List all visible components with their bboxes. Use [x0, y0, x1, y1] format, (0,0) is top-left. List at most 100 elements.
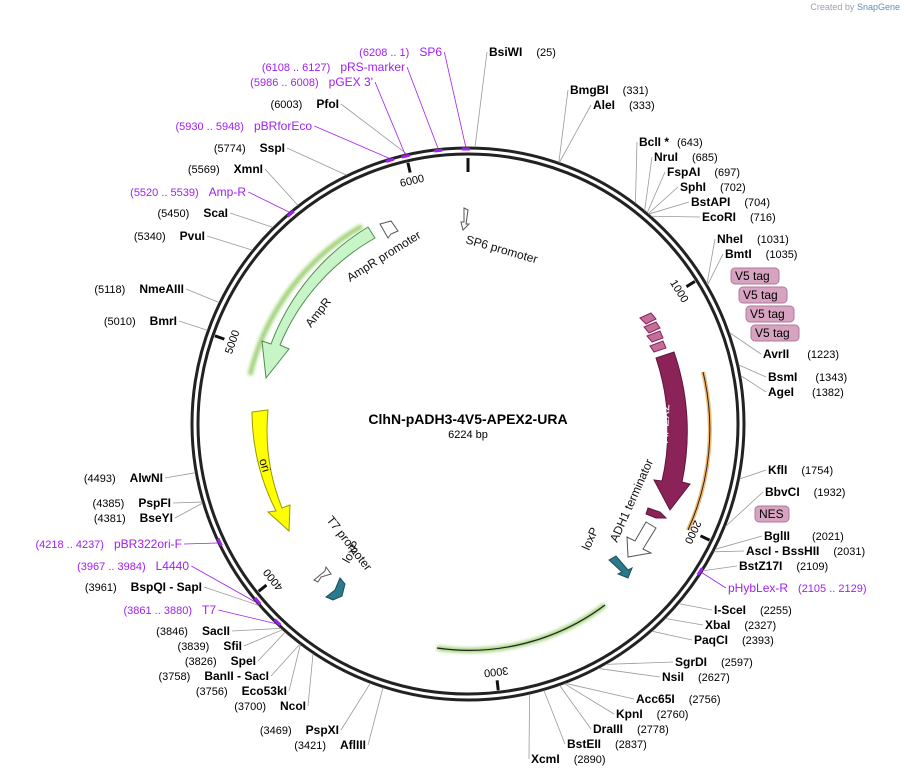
leader-primer-3 — [314, 125, 390, 159]
site-Eco53kI[interactable]: (3756)Eco53kI — [196, 684, 287, 698]
site-KflI[interactable]: KflI(1754) — [768, 463, 833, 477]
primer-Amp-R[interactable]: (5520 .. 5539)Amp-R — [130, 185, 246, 199]
v5-tag-label-3[interactable]: V5 tag — [750, 307, 785, 321]
site-NmeAIII[interactable]: (5118)NmeAIII — [94, 282, 184, 296]
site-BclI[interactable]: BclI *(643) — [639, 135, 703, 149]
site-EcoRI[interactable]: EcoRI(716) — [702, 210, 776, 224]
site-BmrI[interactable]: (5010)BmrI — [104, 314, 177, 328]
site-AlwNI[interactable]: (4493)AlwNI — [84, 471, 163, 485]
site-BglII[interactable]: BglII(2021) — [764, 529, 844, 543]
loxp-left-arrow[interactable] — [325, 577, 346, 601]
site-AvrII[interactable]: AvrII(1223) — [763, 347, 839, 361]
v5-tag-box-1 — [730, 267, 780, 285]
site-BstAPI[interactable]: BstAPI(704) — [691, 195, 770, 209]
site-XmnI[interactable]: (5569)XmnI — [188, 162, 263, 176]
site-AleI[interactable]: AleI(333) — [593, 98, 655, 112]
primer-mark-1 — [434, 148, 443, 153]
site-SphI[interactable]: SphI(702) — [680, 180, 746, 194]
site-BstEII[interactable]: BstEII(2837) — [567, 737, 647, 751]
ampr-arrow[interactable] — [261, 226, 376, 380]
tick-2000 — [699, 534, 711, 542]
tick-6000 — [406, 162, 412, 173]
primer-T7[interactable]: (3861 .. 3880)T7 — [123, 603, 216, 617]
primer-pBR322ori-F[interactable]: (4218 .. 4237)pBR322ori-F — [35, 537, 182, 551]
v5-tag-label-4[interactable]: V5 tag — [755, 326, 790, 340]
v5-tag-label-2[interactable]: V5 tag — [743, 288, 778, 302]
ampr-highlight — [247, 223, 364, 376]
leader-primer-4 — [248, 191, 290, 213]
leader-site-43 — [206, 235, 253, 251]
site-AflIII[interactable]: (3421)AflIII — [294, 738, 366, 752]
primer-mark-7 — [273, 618, 282, 627]
site-FspAI[interactable]: FspAI(697) — [667, 165, 740, 179]
site-BstZ17I[interactable]: BstZ17I(2109) — [739, 559, 828, 573]
site-I-SceI[interactable]: I-SceI(2255) — [714, 603, 792, 617]
site-DraIII[interactable]: DraIII(2778) — [593, 722, 669, 736]
primer-pBRforEco[interactable]: (5930 .. 5948)pBRforEco — [175, 119, 312, 133]
leader-primer-1 — [406, 66, 439, 149]
site-AgeI[interactable]: AgeI(1382) — [768, 385, 844, 399]
v5-tag-arrow-3[interactable] — [646, 330, 664, 343]
site-NheI[interactable]: NheI(1031) — [717, 232, 789, 246]
site-SfiI[interactable]: (3839)SfiI — [178, 639, 242, 653]
primer-SP6[interactable]: (6208 .. 1)SP6 — [359, 45, 442, 59]
site-PvuI[interactable]: (5340)PvuI — [134, 229, 205, 243]
site-SspI[interactable]: (5774)SspI — [214, 141, 285, 155]
site-SacII[interactable]: (3846)SacII — [156, 624, 230, 638]
site-SgrDI[interactable]: SgrDI(2597) — [675, 655, 753, 669]
site-AscI-BssHII[interactable]: AscI - BssHII(2031) — [746, 544, 865, 558]
leader-site-31 — [307, 653, 314, 707]
site-NruI[interactable]: NruI(685) — [654, 150, 718, 164]
site-PspXI[interactable]: (3469)PspXI — [260, 723, 339, 737]
leader-site-39 — [172, 501, 203, 504]
tick-label-5000: 5000 — [223, 329, 242, 356]
site-SpeI[interactable]: (3826)SpeI — [185, 654, 256, 668]
site-ScaI[interactable]: (5450)ScaI — [158, 206, 228, 220]
nes-arrow[interactable] — [645, 507, 668, 519]
site-NsiI[interactable]: NsiI(2627) — [662, 670, 730, 684]
site-PaqCI[interactable]: PaqCI(2393) — [694, 633, 774, 647]
site-BbvCI[interactable]: BbvCI(1932) — [765, 485, 845, 499]
site-BmgBI[interactable]: BmgBI(331) — [570, 83, 648, 97]
primer-mark-6 — [253, 597, 262, 606]
snapgene-brand: SnapGene — [856, 2, 900, 12]
ori-arrow[interactable] — [251, 409, 291, 533]
site-BmtI[interactable]: BmtI(1035) — [725, 247, 797, 261]
site-PspFI[interactable]: (4385)PspFI — [93, 496, 171, 510]
orange-arc — [687, 371, 711, 531]
sp6-promoter-arrow[interactable] — [460, 207, 471, 231]
v5-tag-arrow-2[interactable] — [643, 321, 661, 334]
tick-label-4000: 4000 — [261, 566, 286, 593]
leader-primer-8 — [701, 572, 727, 589]
site-BspQI-SapI[interactable]: (3961)BspQI - SapI — [85, 580, 202, 594]
loxp-right-arrow[interactable] — [608, 555, 633, 579]
site-BsiWI[interactable]: BsiWI(25) — [489, 45, 556, 59]
site-XbaI[interactable]: XbaI(2327) — [705, 618, 776, 632]
site-BsmI[interactable]: BsmI(1343) — [768, 370, 847, 384]
site-PfoI[interactable]: (6003)PfoI — [271, 97, 339, 111]
leader-site-29 — [367, 687, 384, 746]
v5-tag-arrow-1[interactable] — [639, 312, 657, 325]
site-NcoI[interactable]: (3700)NcoI — [234, 699, 306, 713]
site-BanII-SacI[interactable]: (3758)BanII - SacI — [159, 669, 269, 683]
t7-promoter-arrow[interactable] — [313, 565, 332, 583]
adh1-terminator-arrow[interactable] — [626, 521, 657, 558]
primer-L4440[interactable]: (3967 .. 3984)L4440 — [77, 559, 189, 573]
nes-label[interactable]: NES — [759, 507, 784, 521]
primer-pRS-marker[interactable]: (6108 .. 6127)pRS-marker — [262, 60, 405, 74]
primer-pHybLex-R[interactable]: pHybLex-R(2105 .. 2129) — [728, 581, 867, 595]
leader-lines — [164, 51, 767, 760]
v5-tag-label-1[interactable]: V5 tag — [735, 269, 770, 283]
site-KpnI[interactable]: KpnI(2760) — [616, 707, 688, 721]
site-BseYI[interactable]: (4381)BseYI — [94, 511, 173, 525]
primer-pGEX3[interactable]: (5986 .. 6008)pGEX 3' — [250, 75, 373, 89]
tick-label-6000: 6000 — [399, 173, 426, 190]
leader-site-5 — [646, 171, 666, 213]
ampr-promoter-arrow[interactable] — [379, 220, 399, 239]
v5-tag-arrow-4[interactable] — [649, 340, 667, 353]
apex2-arrow[interactable] — [653, 351, 691, 511]
boxed-labels: V5 tag V5 tag V5 tag V5 tag NES — [730, 267, 800, 523]
site-Acc65I[interactable]: Acc65I(2756) — [636, 692, 721, 706]
site-XcmI[interactable]: XcmI(2890) — [531, 752, 605, 766]
